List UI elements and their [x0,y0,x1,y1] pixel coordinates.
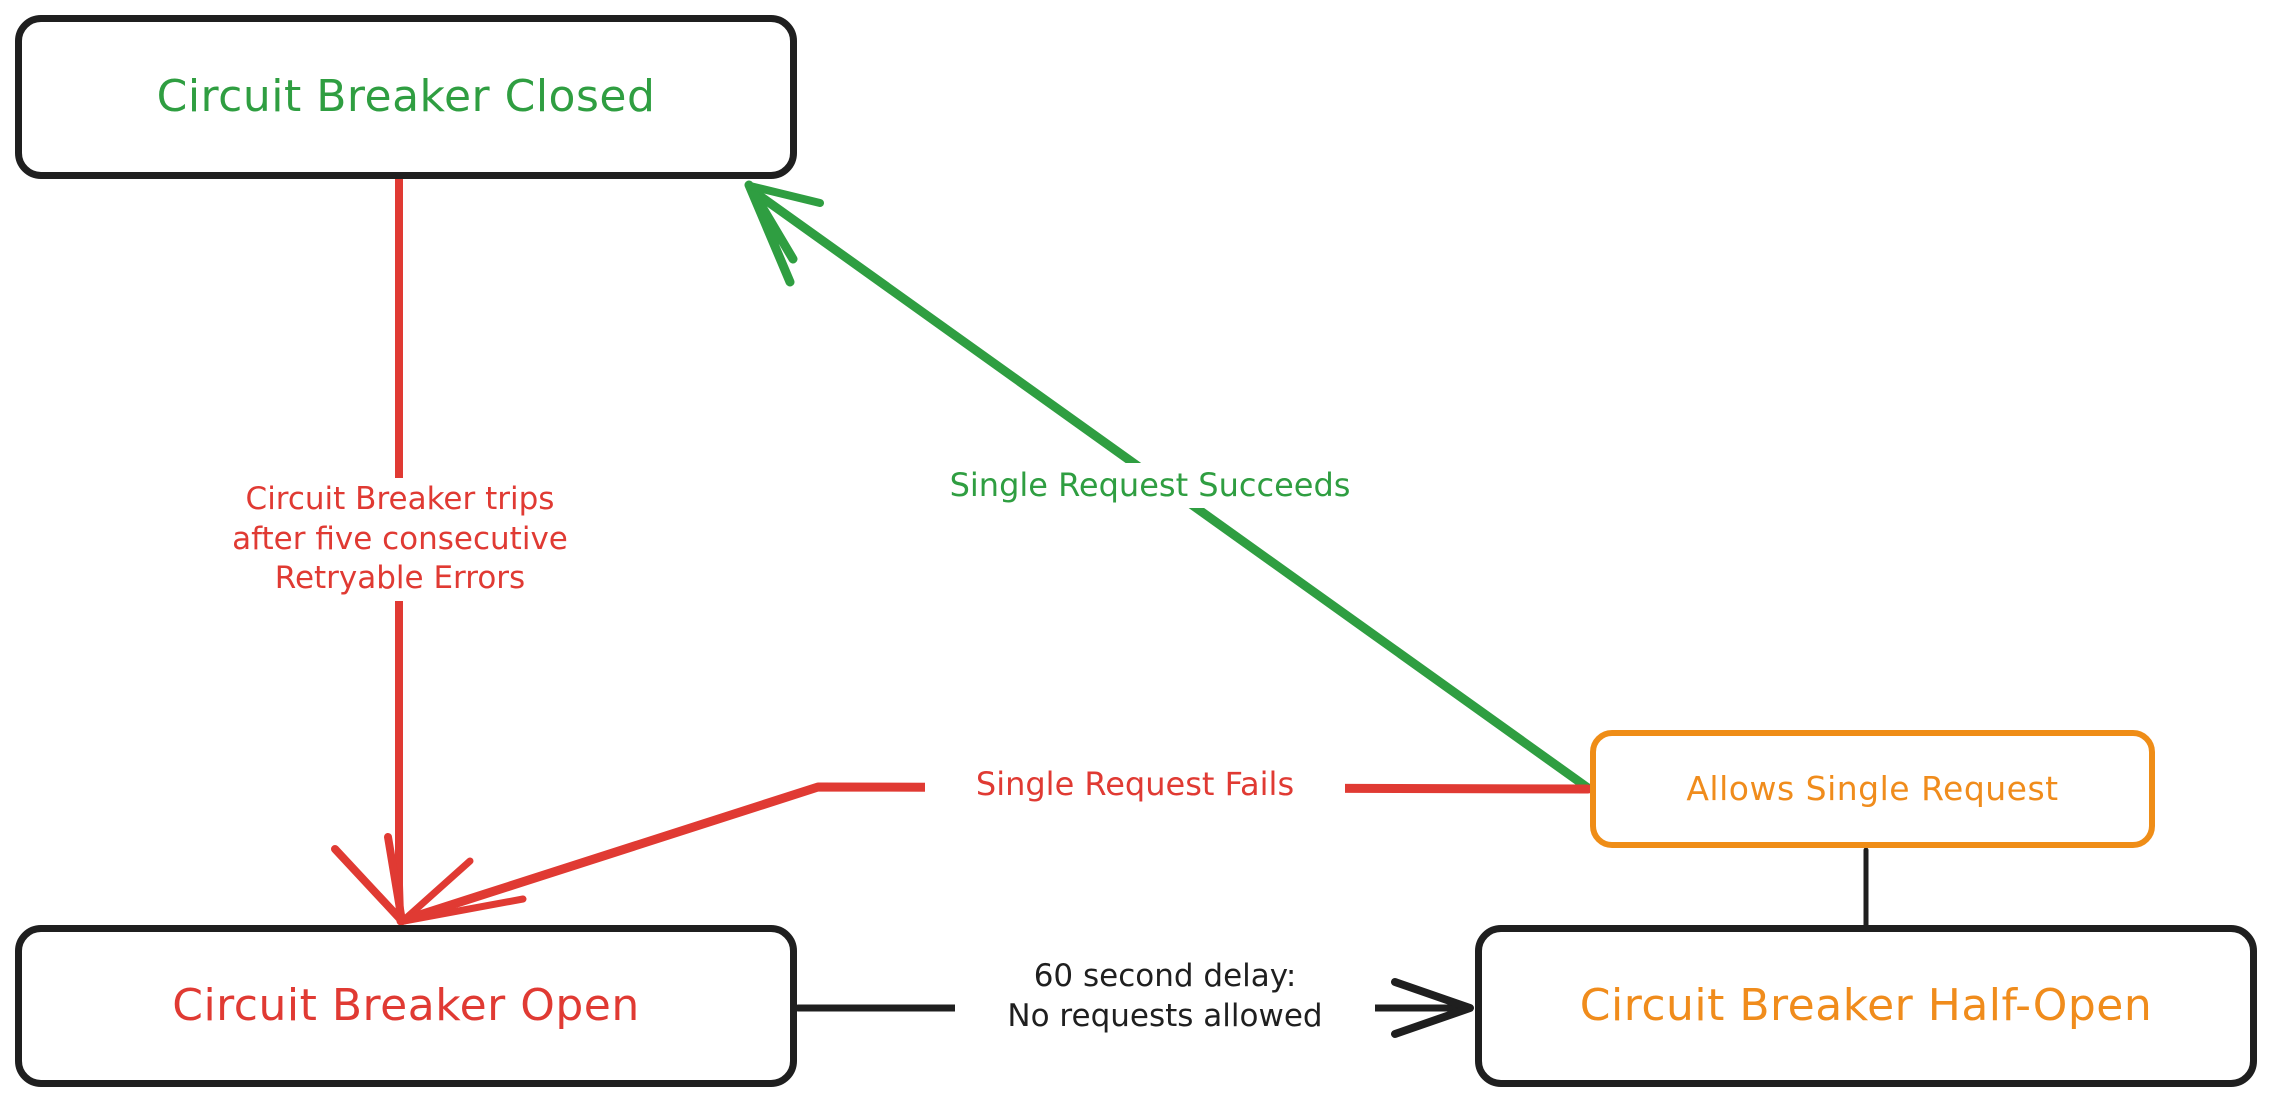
edge-allows-to-open [396,782,1593,926]
node-circuit-breaker-half-open[interactable]: Circuit Breaker Half-Open [1475,925,2257,1087]
edge-label-open-to-half-open: 60 second delay: No requests allowed [955,955,1375,1039]
edge-label-allows-to-open: Single Request Fails [925,762,1345,807]
node-circuit-breaker-open[interactable]: Circuit Breaker Open [15,925,797,1087]
node-circuit-breaker-closed[interactable]: Circuit Breaker Closed [15,15,797,179]
node-allows-single-request-label: Allows Single Request [1686,768,2059,808]
node-open-label: Circuit Breaker Open [172,979,640,1031]
node-allows-single-request[interactable]: Allows Single Request [1590,730,2155,848]
edge-label-allows-to-closed: Single Request Succeeds [900,463,1400,508]
node-half-open-label: Circuit Breaker Half-Open [1579,979,2153,1031]
edge-label-closed-to-open: Circuit Breaker trips after five consecu… [170,478,630,602]
node-closed-label: Circuit Breaker Closed [156,70,656,122]
